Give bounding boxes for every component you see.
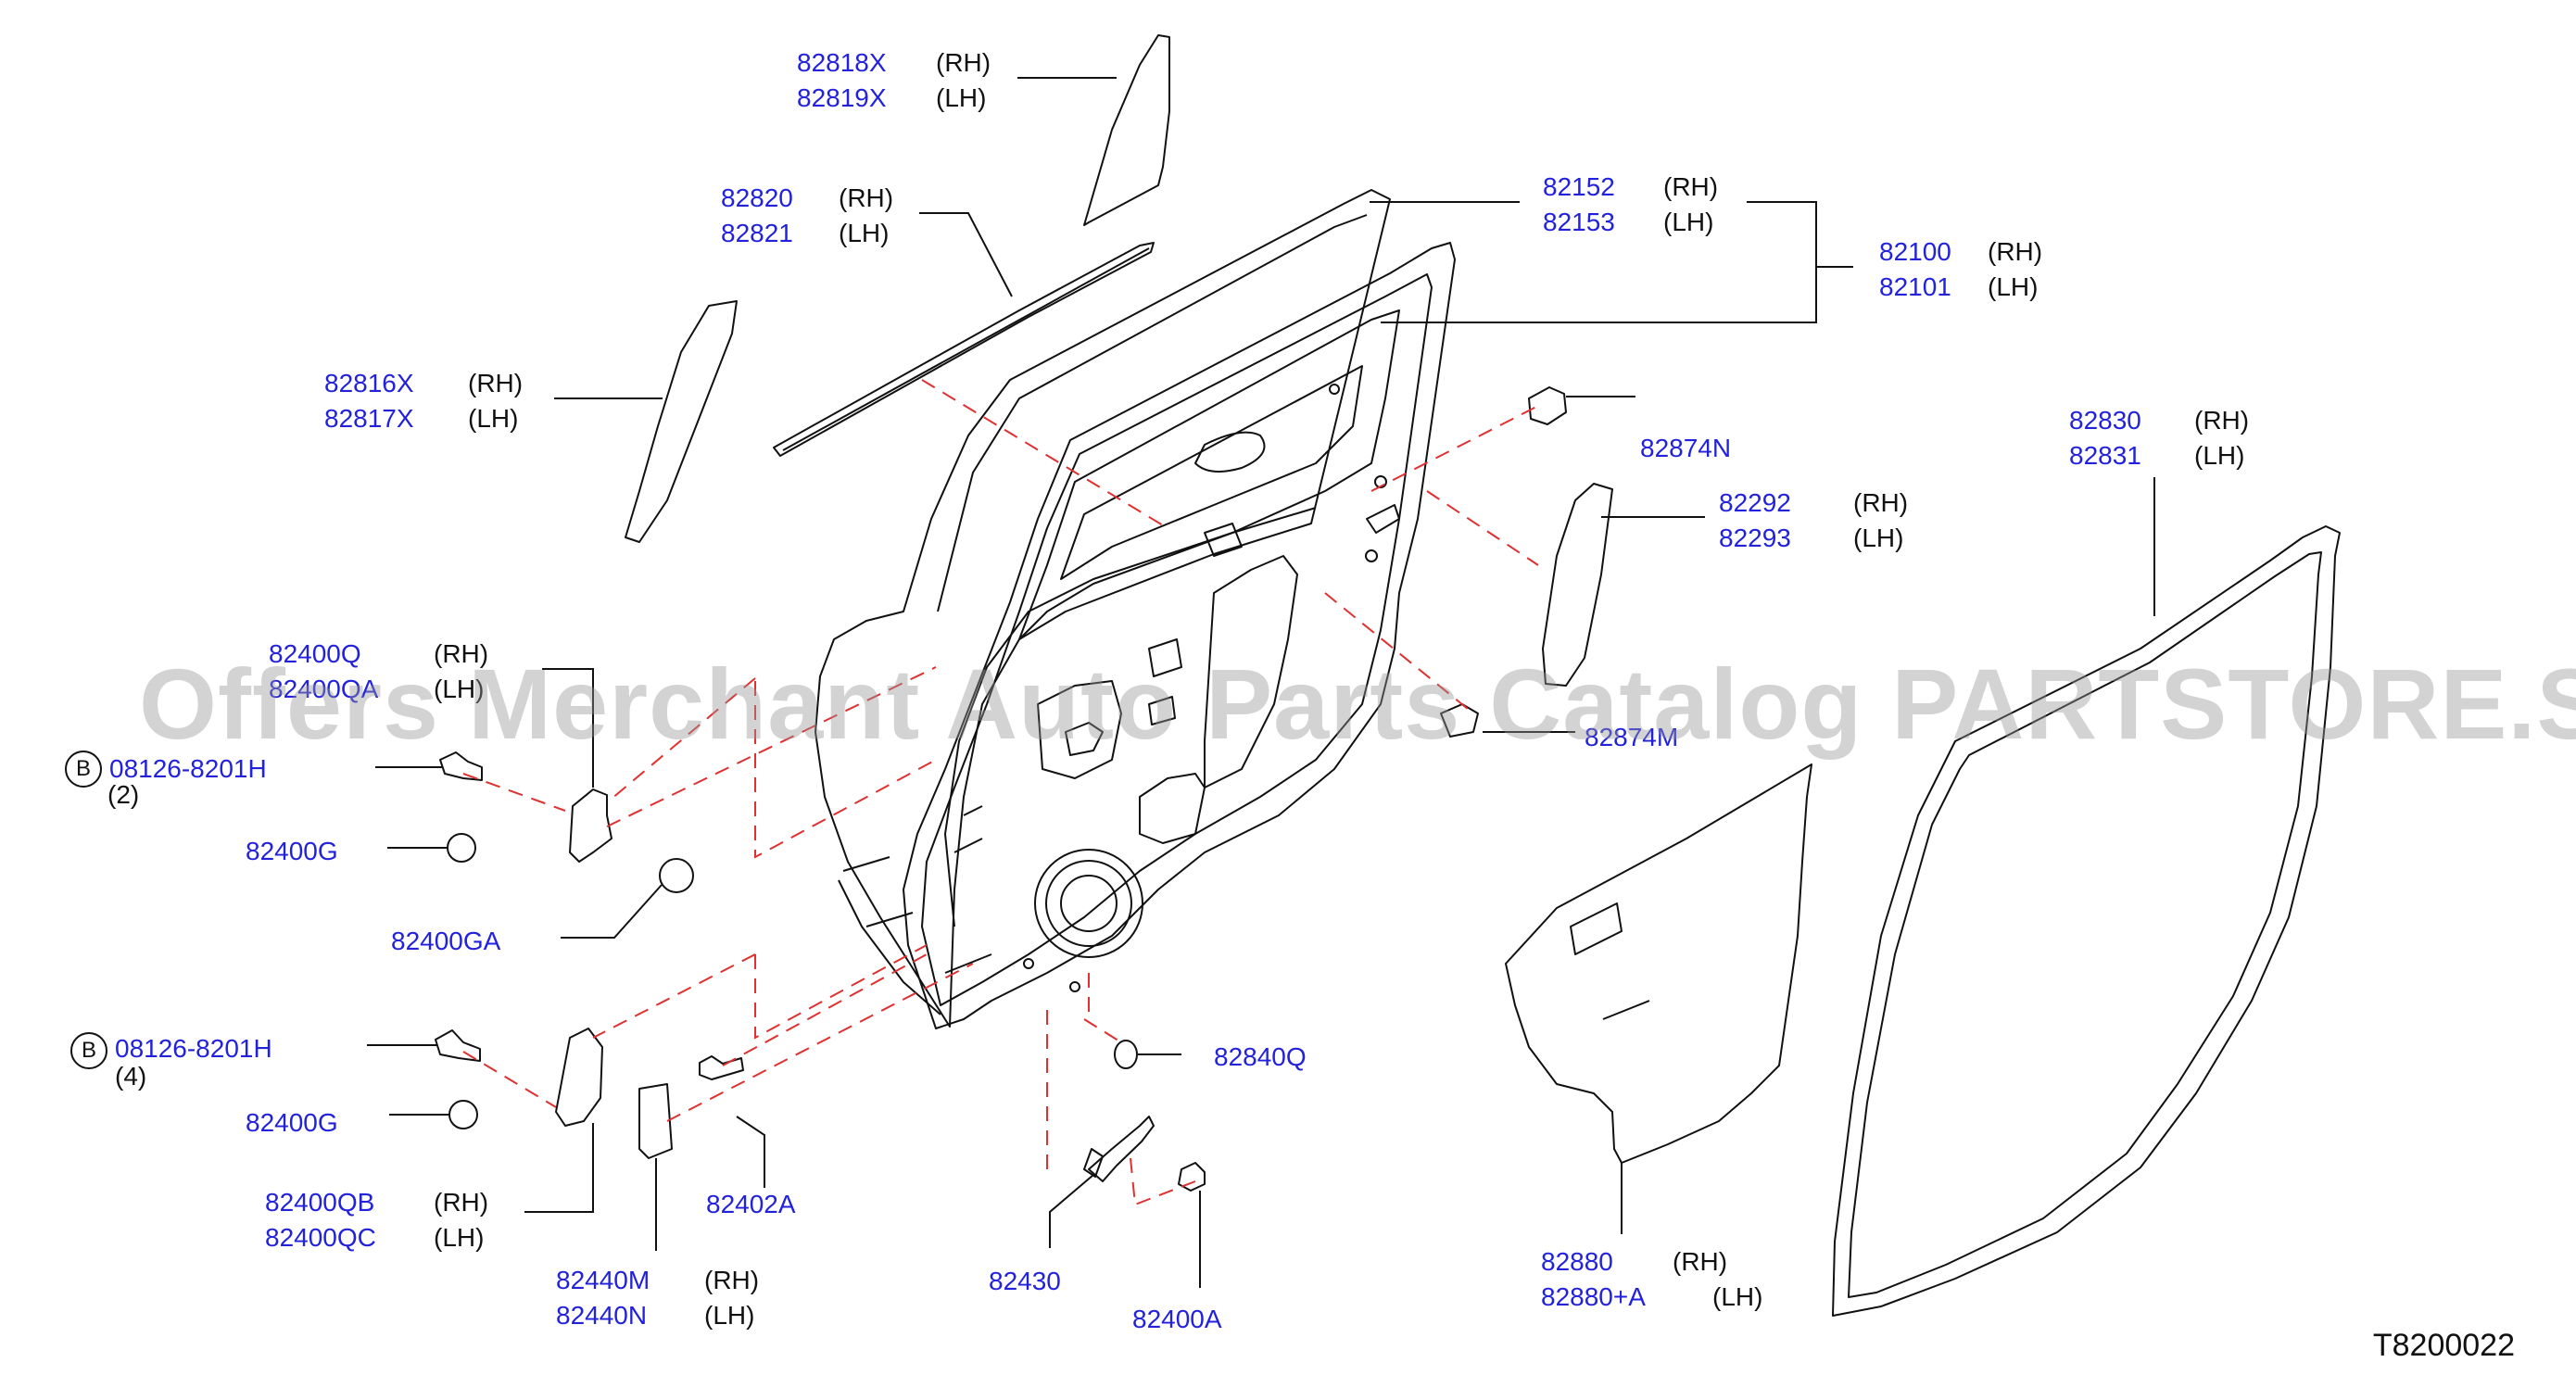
label-82820[interactable]: 82820	[721, 183, 793, 212]
side-82100: (RH)	[1988, 237, 2043, 266]
nut-82400g-top	[447, 833, 476, 863]
side-82292: (RH)	[1853, 488, 1909, 517]
striker-82440m	[638, 1083, 673, 1159]
label-82402a[interactable]: 82402A	[706, 1190, 796, 1218]
side-82101: (LH)	[1988, 272, 2039, 301]
side-82816x: (RH)	[468, 369, 524, 397]
label-82840q[interactable]: 82840Q	[1214, 1042, 1307, 1071]
bolt-08126-bot	[435, 1029, 481, 1062]
label-82293[interactable]: 82293	[1719, 524, 1791, 552]
bolt-callout-b-bot: B	[70, 1032, 107, 1069]
side-82400qa: (LH)	[434, 675, 485, 703]
label-82400q[interactable]: 82400Q	[269, 639, 361, 668]
side-82821: (LH)	[839, 219, 890, 247]
label-82400qc[interactable]: 82400QC	[265, 1223, 376, 1252]
leader-lines	[367, 77, 2155, 1288]
bolt-callout-b-top: B	[65, 751, 102, 788]
clip-82874n	[1528, 386, 1567, 425]
label-82400qa[interactable]: 82400QA	[269, 675, 379, 703]
bolt-08126-top	[439, 751, 483, 781]
side-82880a: (LH)	[1712, 1282, 1763, 1311]
label-82430[interactable]: 82430	[989, 1267, 1061, 1295]
plug-82840q	[1114, 1040, 1138, 1069]
side-82400qc: (LH)	[434, 1223, 485, 1252]
side-82152: (RH)	[1663, 172, 1719, 201]
nut-82400g-bot	[448, 1100, 478, 1129]
side-82293: (LH)	[1853, 524, 1904, 552]
clip-82874m	[1440, 703, 1479, 738]
side-82440n: (LH)	[704, 1301, 755, 1330]
label-82400ga[interactable]: 82400GA	[391, 927, 501, 955]
side-82880: (RH)	[1673, 1247, 1728, 1276]
label-82100[interactable]: 82100	[1879, 237, 1951, 266]
label-82152[interactable]: 82152	[1543, 172, 1615, 201]
side-82820: (RH)	[839, 183, 894, 212]
side-82830: (RH)	[2194, 406, 2250, 435]
label-82831[interactable]: 82831	[2069, 441, 2141, 470]
nut-82400ga	[659, 858, 694, 893]
weatherstrip-82830	[1832, 525, 2341, 1317]
qty-top: (2)	[107, 780, 140, 809]
diagram-code: T8200022	[2372, 1328, 2515, 1363]
bolt-82402a	[699, 1055, 744, 1080]
check-link-82430	[1088, 1116, 1155, 1182]
assembly-dashed-lines	[462, 379, 1539, 1206]
label-82817x[interactable]: 82817X	[324, 404, 414, 433]
label-82400qb[interactable]: 82400QB	[265, 1188, 375, 1217]
label-82400g-top[interactable]: 82400G	[246, 837, 338, 865]
label-08126-8201h-bot[interactable]: 08126-8201H	[115, 1034, 272, 1063]
trim-82818x	[1083, 34, 1170, 226]
trim-panel-82880	[1505, 763, 1812, 1164]
side-82817x: (LH)	[468, 404, 519, 433]
hinge-82400q	[569, 788, 612, 863]
side-82440m: (RH)	[704, 1266, 760, 1294]
sash-trim-82816x	[625, 300, 738, 543]
label-82153[interactable]: 82153	[1543, 208, 1615, 236]
watermark: Offers Merchant Auto Parts Catalog PARTS…	[139, 648, 2576, 760]
side-82153: (LH)	[1663, 208, 1714, 236]
label-82880a[interactable]: 82880+A	[1541, 1282, 1646, 1311]
label-82818x[interactable]: 82818X	[797, 48, 887, 77]
label-82821[interactable]: 82821	[721, 219, 793, 247]
inner-door-panel-82152	[903, 242, 1456, 1029]
label-82874n[interactable]: 82874N	[1640, 434, 1732, 462]
side-82831: (LH)	[2194, 441, 2245, 470]
qty-bot: (4)	[115, 1062, 147, 1091]
label-82830[interactable]: 82830	[2069, 406, 2141, 435]
label-82874m[interactable]: 82874M	[1585, 723, 1679, 751]
label-82440n[interactable]: 82440N	[556, 1301, 648, 1330]
label-82880[interactable]: 82880	[1541, 1247, 1613, 1276]
label-82440m[interactable]: 82440M	[556, 1266, 650, 1294]
label-82400g-bot[interactable]: 82400G	[246, 1108, 338, 1137]
bolt-82400a	[1178, 1162, 1206, 1192]
side-82400qb: (RH)	[434, 1188, 489, 1217]
label-82292[interactable]: 82292	[1719, 488, 1791, 517]
side-82818x: (RH)	[936, 48, 991, 77]
belt-moulding-82820	[773, 242, 1155, 457]
sash-trim-82292	[1542, 483, 1613, 687]
label-82101[interactable]: 82101	[1879, 272, 1951, 301]
side-82400q: (RH)	[434, 639, 489, 668]
hinge-82400qb	[555, 1028, 603, 1127]
label-82816x[interactable]: 82816X	[324, 369, 414, 397]
side-82819x: (LH)	[936, 83, 987, 112]
label-08126-8201h-top[interactable]: 08126-8201H	[109, 754, 267, 783]
label-82400a[interactable]: 82400A	[1132, 1305, 1222, 1333]
label-82819x[interactable]: 82819X	[797, 83, 887, 112]
